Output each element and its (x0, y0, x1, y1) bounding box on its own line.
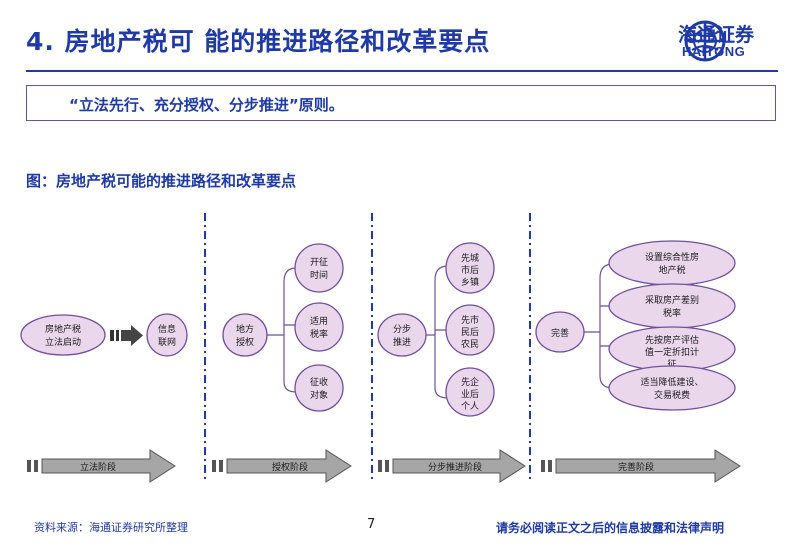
tax-object-node-line: 对象 (310, 389, 328, 401)
stage-arrows: 立法阶段 授权阶段 分步推进阶段 完善阶段 (27, 449, 741, 483)
info-network-node (146, 313, 188, 357)
comprehensive-tax-node (608, 240, 736, 286)
assessed-value-node-line: 先按房产评估 (645, 334, 699, 346)
differential-rate-node-line: 税率 (663, 307, 681, 319)
reduce-fees-node-line: 交易税费 (654, 389, 690, 401)
local-authorization-node (222, 313, 268, 357)
authorization-stage-arrow: 授权阶段 (212, 449, 352, 483)
stage-dividers (204, 213, 531, 480)
tax-rate-node-line: 税率 (310, 328, 328, 340)
citizen-first-node-line: 农民 (461, 338, 479, 350)
comprehensive-tax-node-line: 地产税 (658, 264, 685, 276)
reduce-fees-node-line: 适当降低建设、 (640, 376, 703, 388)
citizen-first-node-line: 民后 (461, 327, 479, 338)
local-authorization-node-line: 地方 (236, 323, 254, 335)
legislation-stage-arrow: 立法阶段 (27, 449, 176, 483)
start-time-node-line: 时间 (310, 269, 328, 281)
enterprise-first-node-line: 业后 (461, 389, 479, 400)
info-network-node-line: 信息 (158, 323, 176, 335)
assessed-value-node-line: 值一定折扣计 (645, 346, 699, 358)
figure-caption: 图：房地产税可能的推进路径和改革要点 (26, 172, 297, 190)
comprehensive-tax-node-line: 设置综合性房 (645, 251, 699, 263)
start-node-line: 立法启动 (45, 336, 81, 348)
page-title: 4. 房地产税可 能的推进路径和改革要点 (26, 27, 491, 56)
enterprise-first-node-line: 个人 (461, 401, 479, 412)
start-node (20, 314, 106, 356)
transition-arrow-icon (110, 325, 143, 346)
info-network-node-line: 联网 (158, 337, 176, 348)
page-number: 7 (367, 517, 376, 532)
improvement-group: 完善 设置综合性房 地产税 采取房产差别 税率 先按房产评估 值一定折扣计 征 … (535, 240, 736, 411)
city-first-node-line: 乡镇 (461, 276, 479, 288)
disclaimer-text: 请务必阅读正文之后的信息披露和法律声明 (496, 521, 725, 535)
tax-object-node-line: 征收 (310, 376, 328, 388)
legislation-stage-label: 立法阶段 (80, 461, 116, 473)
start-node-line: 房地产税 (45, 323, 81, 335)
differential-rate-node (608, 283, 736, 329)
principle-text: “立法先行、充分授权、分步推进”原则。 (69, 96, 344, 114)
step-forward-node (377, 313, 427, 357)
branch-bracket (426, 265, 449, 399)
tax-rate-node (294, 302, 344, 352)
step-forward-stage-arrow: 分步推进阶段 (378, 449, 526, 483)
start-time-node (294, 243, 344, 293)
tax-rate-node-line: 适用 (310, 316, 328, 327)
start-group: 房地产税 立法启动 信息 联网 (20, 313, 188, 357)
improvement-stage-arrow: 完善阶段 (541, 449, 741, 483)
step-forward-stage-label: 分步推进阶段 (428, 461, 482, 473)
improvement-stage-label: 完善阶段 (618, 461, 654, 473)
logo-english-name: HAITONG (682, 44, 746, 59)
start-time-node-line: 开征 (310, 257, 328, 268)
reduce-fees-node (608, 365, 736, 411)
city-first-node-line: 市后 (461, 264, 479, 276)
step-forward-node-line: 推进 (393, 336, 411, 348)
enterprise-first-node-line: 先企 (461, 376, 479, 388)
principle-box: “立法先行、充分授权、分步推进”原则。 (26, 85, 776, 121)
authorization-group: 地方 授权 开征 时间 适用 税率 征收 对象 (222, 243, 344, 412)
authorization-stage-label: 授权阶段 (272, 461, 308, 473)
assessed-value-node-line: 征 (667, 359, 676, 370)
step-forward-group: 分步 推进 先城 市后 乡镇 先市 民后 农民 先企 业后 个人 (377, 242, 495, 417)
branch-bracket (584, 263, 614, 389)
citizen-first-node (445, 304, 495, 356)
improvement-node-line: 完善 (551, 327, 569, 339)
tax-object-node (294, 364, 344, 412)
city-first-node (445, 242, 495, 294)
enterprise-first-node (445, 367, 495, 417)
city-first-node-line: 先城 (461, 252, 479, 264)
differential-rate-node-line: 采取房产差别 (645, 294, 699, 306)
citizen-first-node-line: 先市 (461, 314, 479, 326)
step-forward-node-line: 分步 (393, 324, 411, 335)
source-note: 资料来源：海通证券研究所整理 (34, 521, 188, 534)
header-divider (26, 70, 778, 72)
branch-bracket (267, 267, 297, 393)
haitong-logo-icon (684, 20, 726, 62)
local-authorization-node-line: 授权 (236, 336, 254, 348)
logo-chinese-name: 海通证券 (678, 24, 755, 46)
